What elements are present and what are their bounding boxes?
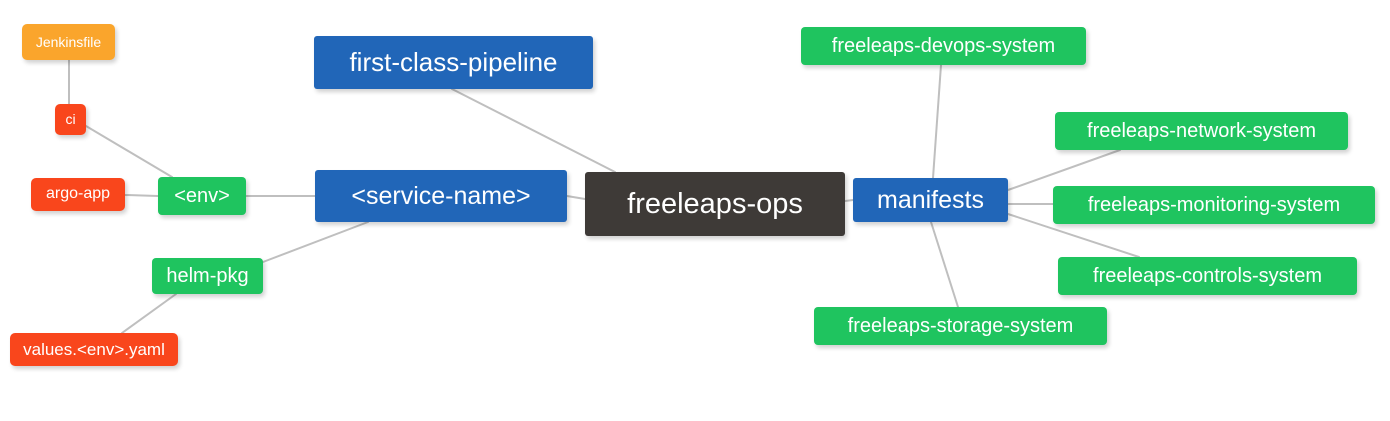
mindmap-node-jenkinsfile[interactable]: Jenkinsfile xyxy=(22,24,115,60)
mindmap-node-helm-pkg[interactable]: helm-pkg xyxy=(152,258,263,294)
edge-env-to-argo-app xyxy=(124,194,159,197)
mindmap-node-argo-app[interactable]: argo-app xyxy=(31,178,125,211)
edge-root-to-service-name xyxy=(566,195,586,200)
edge-manifests-to-storage-system xyxy=(930,221,959,308)
mindmap-node-controls-system[interactable]: freeleaps-controls-system xyxy=(1058,257,1357,295)
mindmap-node-values-yaml[interactable]: values.<env>.yaml xyxy=(10,333,178,366)
mindmap-node-manifests[interactable]: manifests xyxy=(853,178,1008,222)
mindmap-node-devops-system[interactable]: freeleaps-devops-system xyxy=(801,27,1086,65)
mindmap-node-first-class-pipeline[interactable]: first-class-pipeline xyxy=(314,36,593,89)
edge-root-to-first-class-pipeline xyxy=(451,88,616,173)
mindmap-node-network-system[interactable]: freeleaps-network-system xyxy=(1055,112,1348,150)
edge-root-to-manifests xyxy=(844,199,854,202)
mindmap-node-monitoring-system[interactable]: freeleaps-monitoring-system xyxy=(1053,186,1375,224)
edge-manifests-to-devops-system xyxy=(932,64,942,179)
mindmap-node-service-name[interactable]: <service-name> xyxy=(315,170,567,222)
edge-manifests-to-network-system xyxy=(1007,149,1121,191)
edge-helm-pkg-to-values-yaml xyxy=(121,293,177,334)
mindmap-node-storage-system[interactable]: freeleaps-storage-system xyxy=(814,307,1107,345)
mindmap-node-ci[interactable]: ci xyxy=(55,104,86,135)
mindmap-node-root[interactable]: freeleaps-ops xyxy=(585,172,845,236)
edge-env-to-ci xyxy=(85,125,173,178)
mindmap-node-env[interactable]: <env> xyxy=(158,177,246,215)
edge-service-name-to-helm-pkg xyxy=(262,221,369,263)
